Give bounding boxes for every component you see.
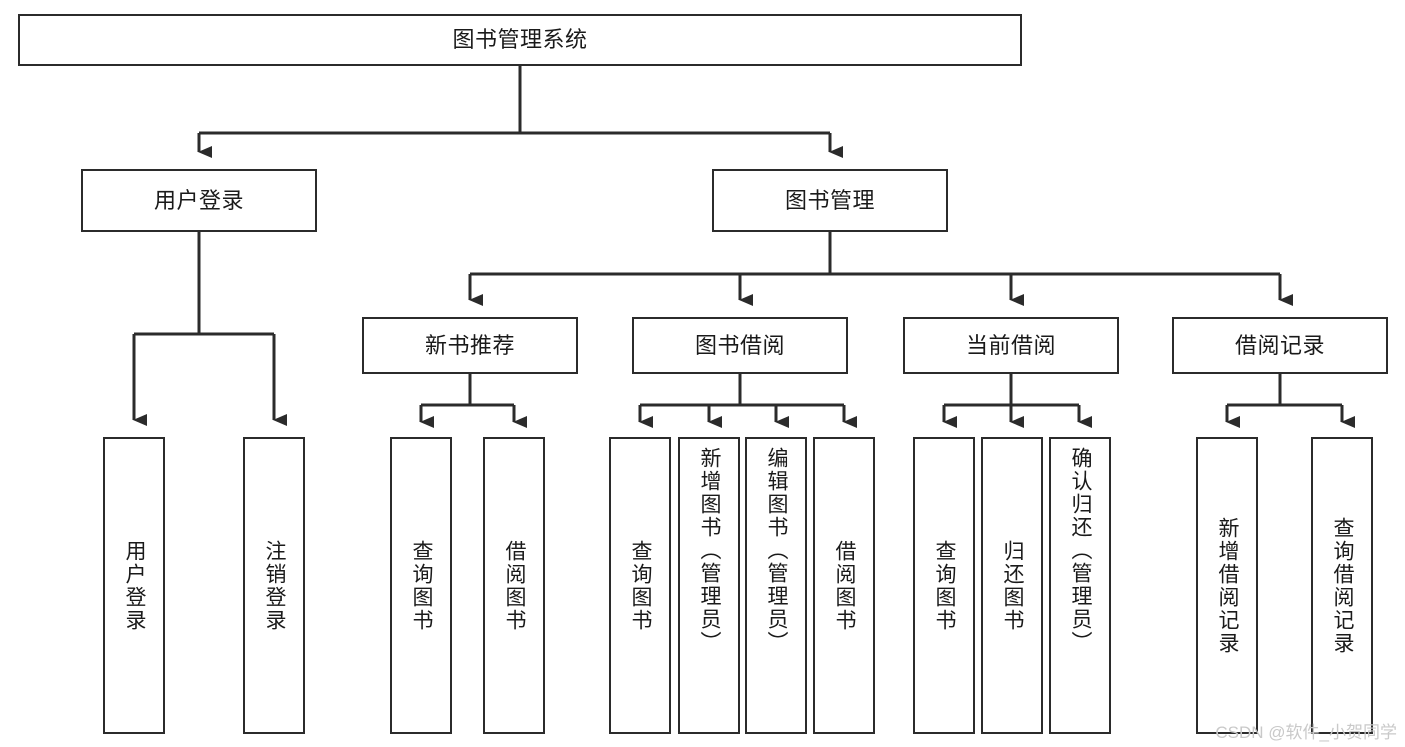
node-leaf-borrow-book-2-label: 借阅图书: [833, 539, 857, 632]
node-leaf-add-record-label: 新增借阅记录: [1216, 516, 1240, 655]
node-book-borrow[interactable]: 图书借阅: [632, 317, 848, 374]
node-leaf-user-login[interactable]: 用户登录: [103, 437, 165, 734]
node-borrow-record-label: 借阅记录: [1234, 332, 1325, 358]
node-leaf-logout-login[interactable]: 注销登录: [243, 437, 305, 734]
node-leaf-query-book-2[interactable]: 查询图书: [609, 437, 671, 734]
node-leaf-query-book-2-label: 查询图书: [629, 539, 653, 632]
node-book-manage-label: 图书管理: [784, 187, 875, 213]
node-root-system-label: 图书管理系统: [452, 27, 588, 53]
node-leaf-borrow-book-1-label: 借阅图书: [503, 539, 527, 632]
node-new-book-recommend[interactable]: 新书推荐: [362, 317, 578, 374]
node-leaf-query-book-1-label: 查询图书: [410, 539, 434, 632]
node-leaf-confirm-return[interactable]: 确认归还（管理员）: [1049, 437, 1111, 734]
node-user-login-label: 用户登录: [153, 187, 244, 213]
node-book-manage[interactable]: 图书管理: [712, 169, 948, 232]
node-new-book-recommend-label: 新书推荐: [424, 332, 515, 358]
node-leaf-query-book-3-label: 查询图书: [933, 539, 957, 632]
node-leaf-query-book-3[interactable]: 查询图书: [913, 437, 975, 734]
node-leaf-query-book-1[interactable]: 查询图书: [390, 437, 452, 734]
node-leaf-edit-book[interactable]: 编辑图书（管理员）: [745, 437, 807, 734]
node-leaf-edit-book-label: 编辑图书（管理员）: [765, 447, 789, 654]
node-leaf-borrow-book-2[interactable]: 借阅图书: [813, 437, 875, 734]
node-leaf-add-book-label: 新增图书（管理员）: [698, 447, 722, 654]
node-current-borrow-label: 当前借阅: [965, 332, 1056, 358]
node-current-borrow[interactable]: 当前借阅: [903, 317, 1119, 374]
node-leaf-query-record[interactable]: 查询借阅记录: [1311, 437, 1373, 734]
node-book-borrow-label: 图书借阅: [694, 332, 785, 358]
node-borrow-record[interactable]: 借阅记录: [1172, 317, 1388, 374]
node-leaf-add-book[interactable]: 新增图书（管理员）: [678, 437, 740, 734]
node-leaf-query-record-label: 查询借阅记录: [1331, 516, 1355, 655]
node-leaf-add-record[interactable]: 新增借阅记录: [1196, 437, 1258, 734]
node-leaf-user-login-label: 用户登录: [123, 539, 147, 632]
node-leaf-borrow-book-1[interactable]: 借阅图书: [483, 437, 545, 734]
node-leaf-return-book-label: 归还图书: [1001, 539, 1025, 632]
node-leaf-return-book[interactable]: 归还图书: [981, 437, 1043, 734]
node-user-login[interactable]: 用户登录: [81, 169, 317, 232]
node-root-system[interactable]: 图书管理系统: [18, 14, 1022, 66]
node-leaf-logout-login-label: 注销登录: [263, 539, 287, 632]
node-leaf-confirm-return-label: 确认归还（管理员）: [1069, 447, 1093, 654]
